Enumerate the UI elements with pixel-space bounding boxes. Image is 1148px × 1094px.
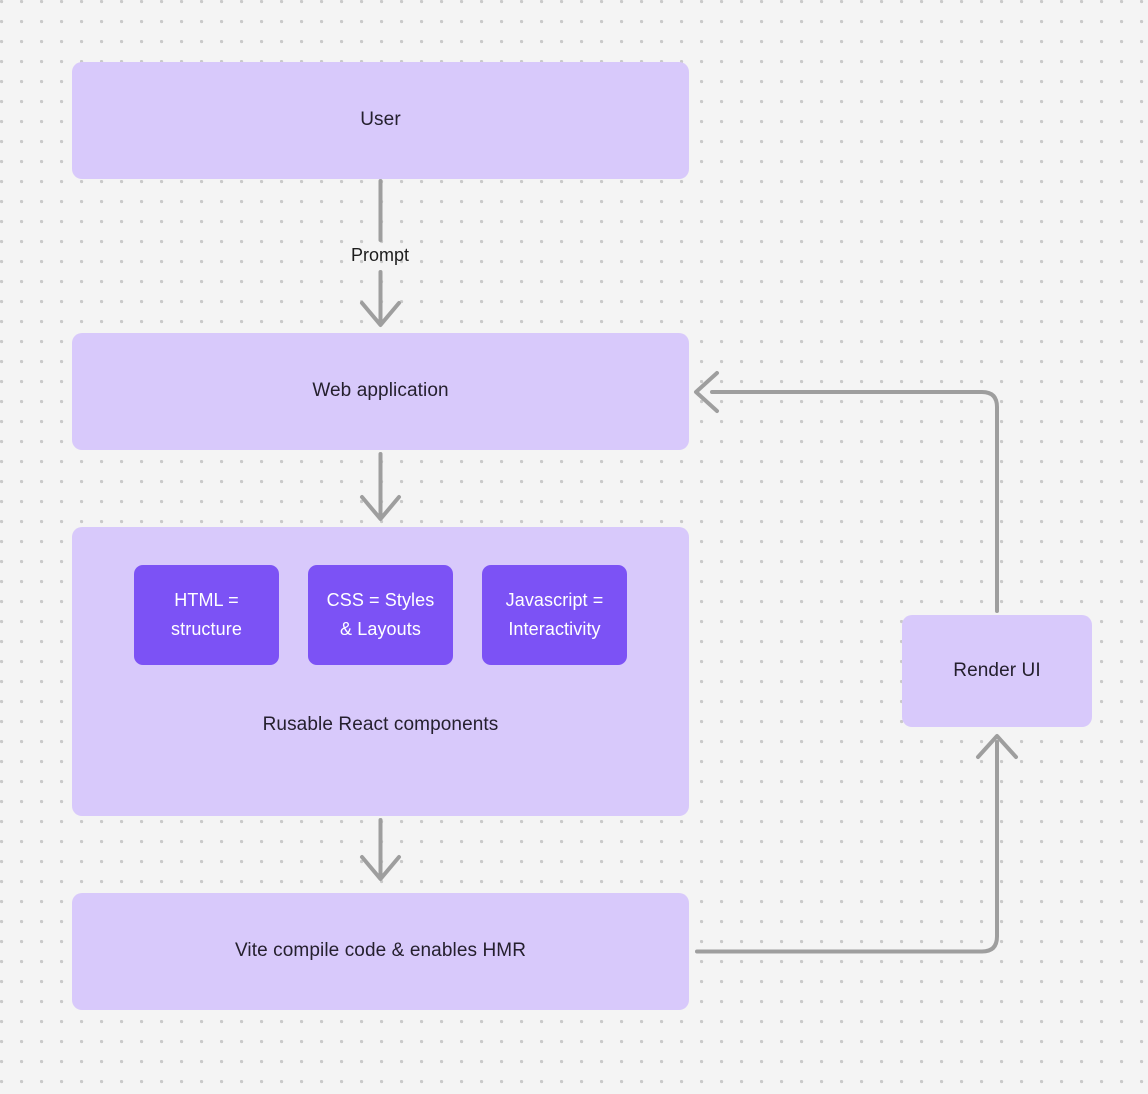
react-components-caption: Rusable React components [262,714,499,735]
component-box-css-line1: CSS = Styles [326,590,435,611]
arrowhead-components-vite [360,855,401,881]
node-web-application[interactable]: Web application [72,333,689,450]
component-box-html-line2: structure [171,619,242,639]
arrowhead-prompt-webapp [360,301,401,327]
component-box-css[interactable]: CSS = Styles & Layouts [308,565,453,665]
node-user-label: User [360,109,401,131]
node-react-components-group[interactable]: HTML = structure CSS = Styles & Layouts Ja… [72,527,689,816]
component-box-css-line2: & Layouts [340,619,421,639]
edge-render-webapp [710,390,999,613]
component-box-html-line1: HTML = [174,590,239,611]
component-box-javascript[interactable]: Javascript = Interactivity [482,565,627,665]
arrowhead-vite-render [976,734,1018,759]
edge-label-prompt: Prompt [350,245,410,265]
arrowhead-webapp-components [360,495,401,521]
arrowhead-render-webapp [694,371,719,413]
edge-vite-render [695,740,999,954]
component-box-html[interactable]: HTML = structure [134,565,279,665]
component-box-javascript-line1: Javascript = [505,590,604,611]
node-web-application-label: Web application [312,380,449,402]
component-box-row: HTML = structure CSS = Styles & Layouts Ja… [72,565,689,665]
node-vite-label: Vite compile code & enables HMR [234,940,527,962]
node-vite[interactable]: Vite compile code & enables HMR [72,893,689,1010]
node-user[interactable]: User [72,62,689,179]
node-render-ui-label: Render UI [953,659,1041,681]
node-render-ui[interactable]: Render UI [902,615,1092,727]
component-box-javascript-line2: Interactivity [508,619,601,639]
